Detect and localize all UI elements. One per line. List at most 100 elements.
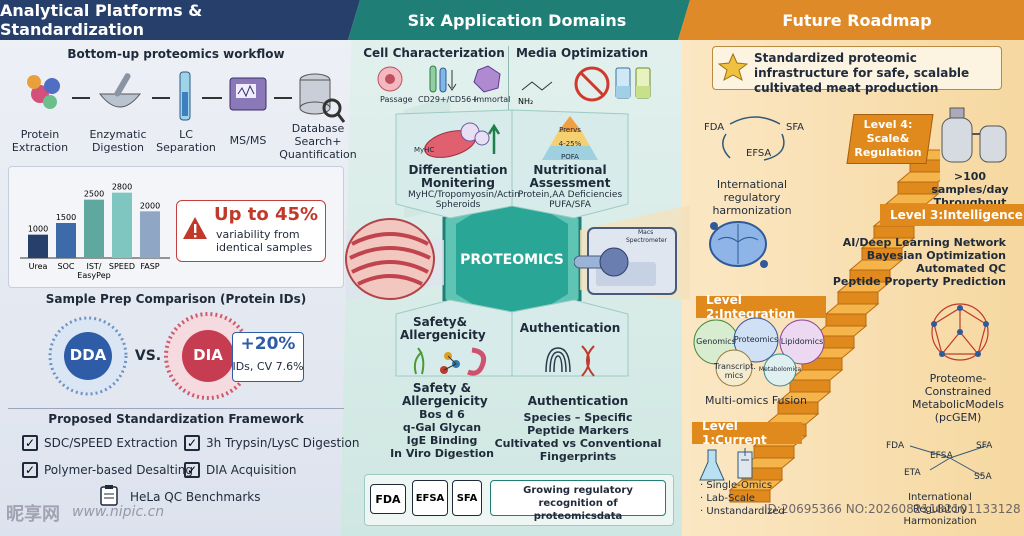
framework-title: Proposed Standardization Framework <box>48 412 304 426</box>
check-icon: ✓ <box>184 462 200 478</box>
gain-subtitle: IDs, CV 7.6% <box>232 360 304 373</box>
differentiation-subtitle: MyHC/Tropomyosin/Actin Spheroids <box>408 190 520 210</box>
stair-step <box>824 303 880 315</box>
cycle-sfa: SFA <box>786 122 805 133</box>
auth-item: Peptide Markers <box>527 424 629 437</box>
ai-item: Peptide Property Prediction <box>832 275 1006 288</box>
sfa-logo: SFA <box>452 480 482 516</box>
framework-item: Polymer-based Desalting <box>44 463 194 477</box>
ai-item: Automated QC <box>916 262 1006 275</box>
watermark-logo: 昵享网 <box>6 504 60 525</box>
safety-item: q-Gal Glycan <box>402 421 482 434</box>
chart-category-label: SOC <box>58 262 75 271</box>
comparison-title: Sample Prep Comparison (Protein IDs) <box>45 292 307 306</box>
protein-id-bar-chart: 1000Urea1500SOC2500IST/EasyPep2800SPEED2… <box>20 183 170 280</box>
level-2-bar: Level 2:Integration <box>696 293 826 321</box>
omics-genomics: Genomics <box>696 337 736 346</box>
stair-riser <box>873 225 915 239</box>
ms-label-1: Macs <box>638 229 654 236</box>
check-icon: ✓ <box>184 435 200 451</box>
regulatory-network <box>909 445 987 477</box>
omics-lipidomics: Lipidomics <box>780 337 824 346</box>
current-item: · Single-Omics <box>700 480 773 491</box>
chart-bar <box>28 234 48 258</box>
omics-transcriptomics: Transcript. mics <box>714 362 756 380</box>
nutritional-assessment-title: Nutritional Assessment <box>529 163 611 190</box>
muscle-fiber-icon <box>424 122 500 158</box>
workflow-step-database-search: Database Search+ Quantification <box>279 122 357 161</box>
cycle-efsa: EFSA <box>746 148 772 159</box>
chart-bar <box>140 211 160 258</box>
chart-category-label: SPEED <box>109 262 135 271</box>
recognition-box <box>490 480 666 516</box>
stair-riser <box>849 269 891 283</box>
safety-item: Bos d 6 <box>419 408 465 421</box>
database-search-icon <box>299 73 346 123</box>
check-icon: ✓ <box>22 462 38 478</box>
check-icon: ✓ <box>22 435 38 451</box>
muscle-tissue-icon <box>345 218 435 300</box>
pyramid-mid: 4-25% <box>558 140 582 148</box>
reg-caption: International Regulatory Harmonization <box>903 492 977 527</box>
auth-item: Species – Specific <box>523 411 633 424</box>
workflow-title: Bottom-up proteomics workflow <box>67 47 285 61</box>
current-item: · Unstandardized <box>700 506 785 517</box>
cycle-caption: International regulatory harmonization <box>712 178 792 217</box>
warning-icon <box>183 217 207 239</box>
media-icons: NH₂ <box>518 66 651 106</box>
roadmap-banner <box>712 46 1002 90</box>
framework-item: HeLa QC Benchmarks <box>130 490 261 504</box>
current-item: · Lab-Scale <box>700 493 755 504</box>
gain-box <box>232 332 304 382</box>
dda-label: DDA <box>69 346 107 364</box>
level-2-label: Level 2:Integration <box>706 293 796 321</box>
cell-icons <box>377 65 501 93</box>
ms-instrument-icon <box>229 77 267 111</box>
fingerprint-dna-icon <box>545 345 595 377</box>
gain-value: +20% <box>240 334 296 354</box>
cell-item-markers: CD29+/CD56+ <box>418 95 478 104</box>
authentication-hex-title: Authentication <box>519 321 621 335</box>
authentication-title: Authentication <box>527 394 629 408</box>
lab-icons <box>699 448 753 481</box>
stair-riser <box>861 247 903 261</box>
cell-item-passage: Passage <box>380 95 413 104</box>
divider <box>508 46 509 110</box>
regulatory-cycle <box>722 116 785 161</box>
lc-column-icon <box>179 71 191 121</box>
workflow-step-lc-separation: LC Separation <box>156 128 216 154</box>
stair-riser <box>777 401 819 415</box>
divider <box>8 408 344 409</box>
mass-spectrometer-icon <box>574 227 677 295</box>
alert-subtitle: variability from identical samples <box>216 228 313 254</box>
workflow-step-protein-extraction: Protein Extraction <box>11 128 69 154</box>
safety-item: In Viro Digestion <box>390 447 494 460</box>
level-1-label: Level 1:Current <box>702 419 767 447</box>
safety-hex-title: Safety& Allergenicity <box>400 315 486 342</box>
reg-node-eta: ETA <box>904 468 921 478</box>
allergen-icons <box>413 347 487 376</box>
auth-item: Fingerprints <box>539 450 617 463</box>
stair-riser <box>897 181 939 195</box>
safety-title: Safety & Allergenicity <box>402 381 488 408</box>
left-panel-title: Analytical Platforms & Standardization <box>0 1 203 39</box>
cell-item-immortal: Immortal <box>474 95 511 104</box>
brain-ai-icon <box>709 221 768 268</box>
clipboard-icon <box>100 485 118 506</box>
dia-label: DIA <box>193 346 223 364</box>
stair-riser <box>729 489 771 503</box>
cell-characterization-title: Cell Characterization <box>363 46 505 60</box>
workflow-step-msms: MS/MS <box>229 134 267 147</box>
protein-icon <box>27 75 60 109</box>
safety-item: IgE Binding <box>406 434 478 447</box>
fda-logo: FDA <box>370 484 406 514</box>
efsa-logo: EFSA <box>412 480 448 516</box>
watermark-url: www.nipic.cn <box>72 504 165 520</box>
stair-riser <box>825 313 867 327</box>
star-icon <box>718 52 748 82</box>
dda-dia-circles <box>48 312 252 400</box>
nutrition-pyramid-icon <box>542 116 598 160</box>
recognition-text: Growing regulatory recognition of proteo… <box>523 485 633 522</box>
reg-node-sfa: SFA <box>976 441 993 451</box>
